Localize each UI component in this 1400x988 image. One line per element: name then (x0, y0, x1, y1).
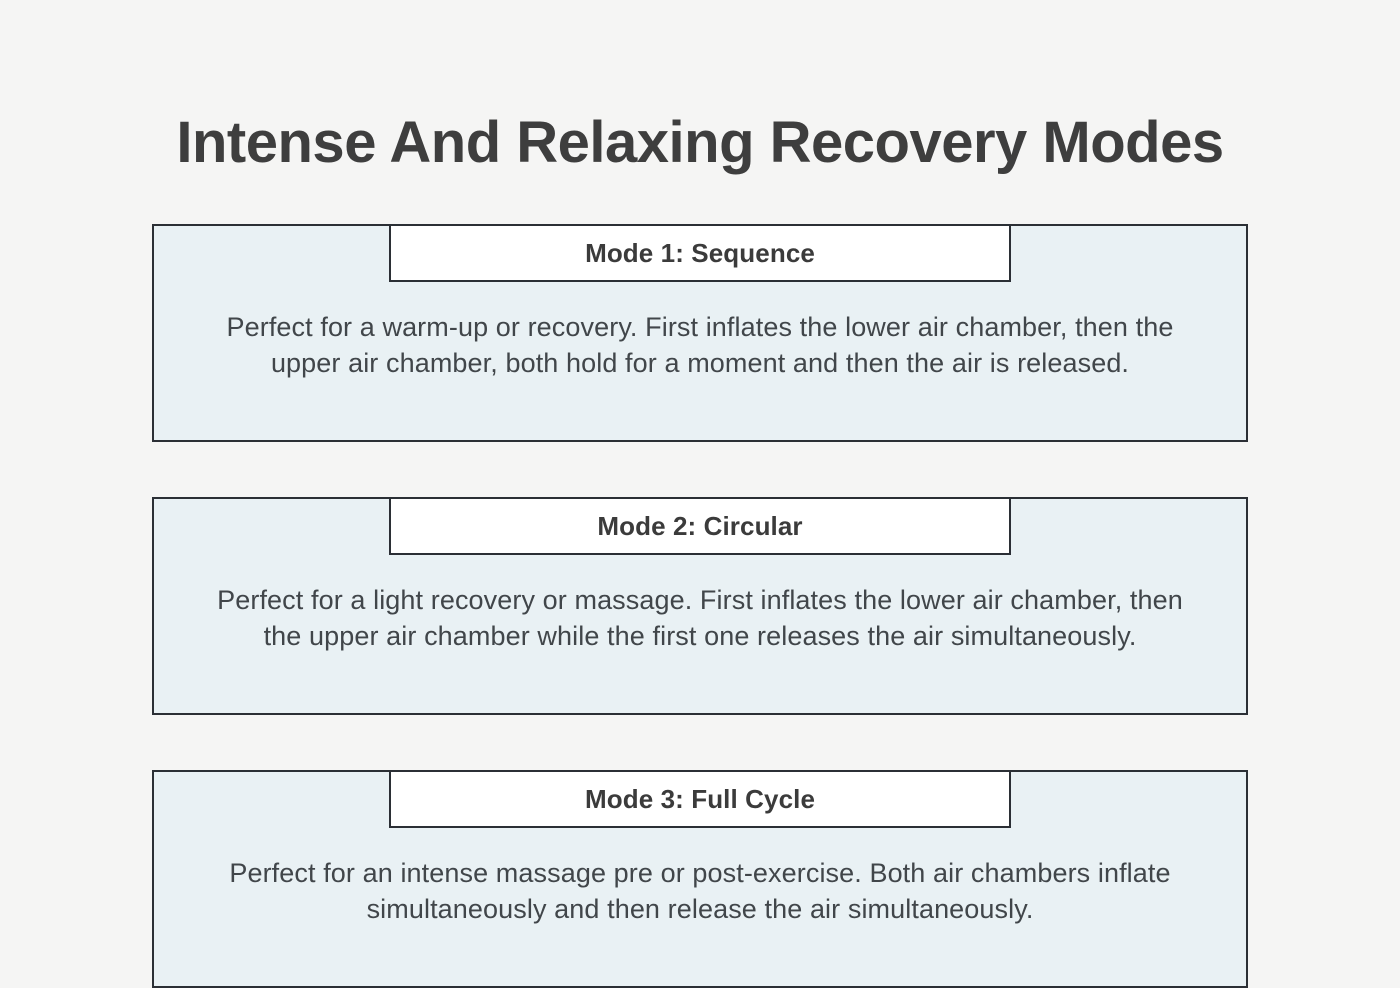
mode-card-description: Perfect for a warm-up or recovery. First… (226, 312, 1174, 378)
mode-card-header: Mode 3: Full Cycle (389, 770, 1011, 828)
mode-card-header: Mode 1: Sequence (389, 224, 1011, 282)
mode-card-header-label: Mode 3: Full Cycle (584, 784, 816, 814)
mode-card-description: Perfect for an intense massage pre or po… (229, 858, 1171, 924)
mode-card-header: Mode 2: Circular (389, 497, 1011, 555)
mode-card: Mode 3: Full Cycle Perfect for an intens… (152, 770, 1248, 988)
mode-card-list: Mode 1: Sequence Perfect for a warm-up o… (152, 195, 1248, 988)
page-title: Intense And Relaxing Recovery Modes (176, 109, 1224, 175)
infographic-page: Intense And Relaxing Recovery Modes Mode… (152, 109, 1248, 988)
mode-card-header-label: Mode 2: Circular (597, 511, 803, 541)
mode-card-header-label: Mode 1: Sequence (585, 238, 815, 268)
mode-card-description: Perfect for a light recovery or massage.… (217, 585, 1183, 651)
mode-card: Mode 1: Sequence Perfect for a warm-up o… (152, 224, 1248, 442)
mode-card: Mode 2: Circular Perfect for a light rec… (152, 497, 1248, 715)
